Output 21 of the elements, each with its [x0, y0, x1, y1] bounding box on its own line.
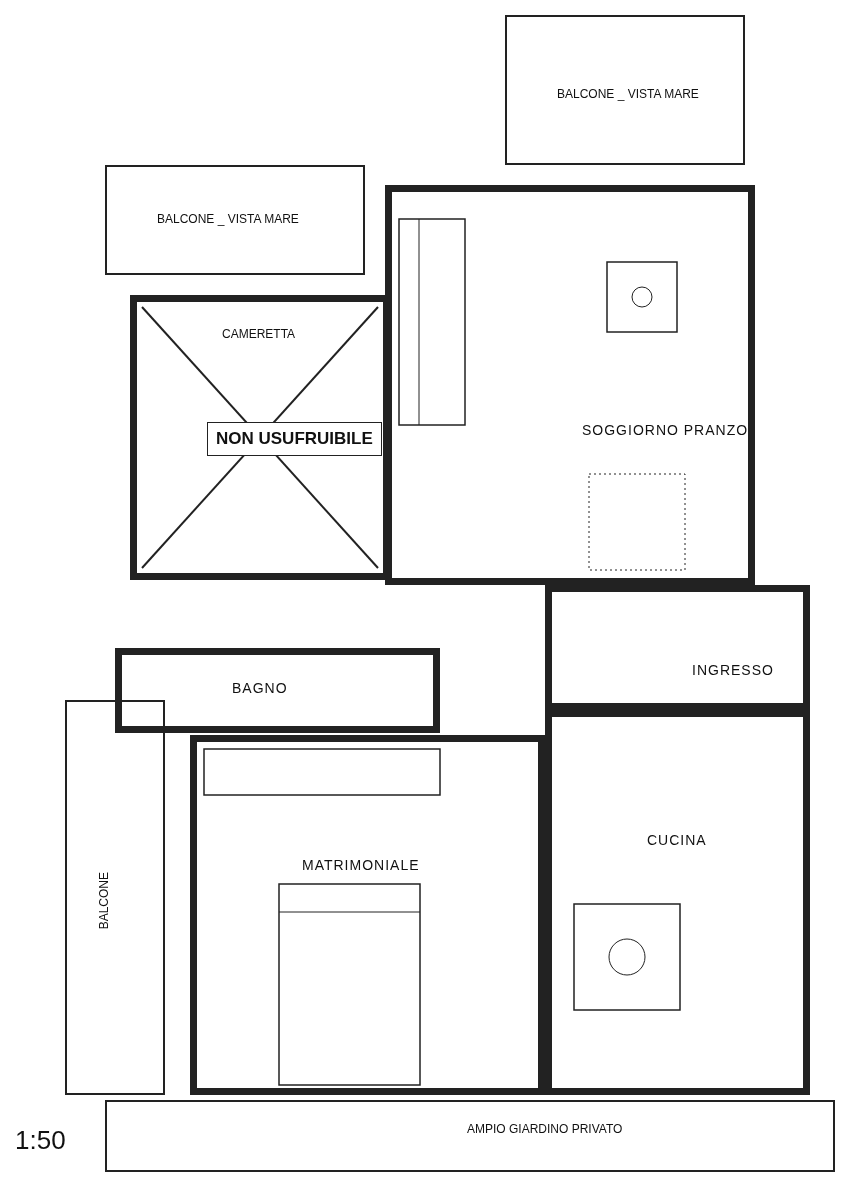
area-label: BALCONE	[97, 872, 111, 930]
room-label: BAGNO	[232, 680, 288, 696]
garden-area	[105, 1100, 835, 1172]
room-label: CAMERETTA	[222, 327, 296, 341]
room-outline	[385, 185, 755, 585]
warning-label: NON USUFRUIBILE	[207, 422, 382, 456]
room-label: CUCINA	[647, 832, 707, 848]
room-label: MATRIMONIALE	[302, 857, 420, 873]
room-label: SOGGIORNO PRANZO	[582, 422, 749, 438]
scale-label: 1:50	[15, 1125, 66, 1156]
room-outline	[545, 585, 810, 710]
room-label: INGRESSO	[692, 662, 774, 678]
room-outline	[115, 648, 440, 733]
area-label: AMPIO GIARDINO PRIVATO	[467, 1122, 623, 1136]
area-label: BALCONE _ VISTA MARE	[557, 87, 699, 101]
room-outline	[190, 735, 545, 1095]
balcony-area	[505, 15, 745, 165]
room-outline	[545, 710, 810, 1095]
balcony-area	[65, 700, 165, 1095]
balcony-area	[105, 165, 365, 275]
area-label: BALCONE _ VISTA MARE	[157, 212, 299, 226]
